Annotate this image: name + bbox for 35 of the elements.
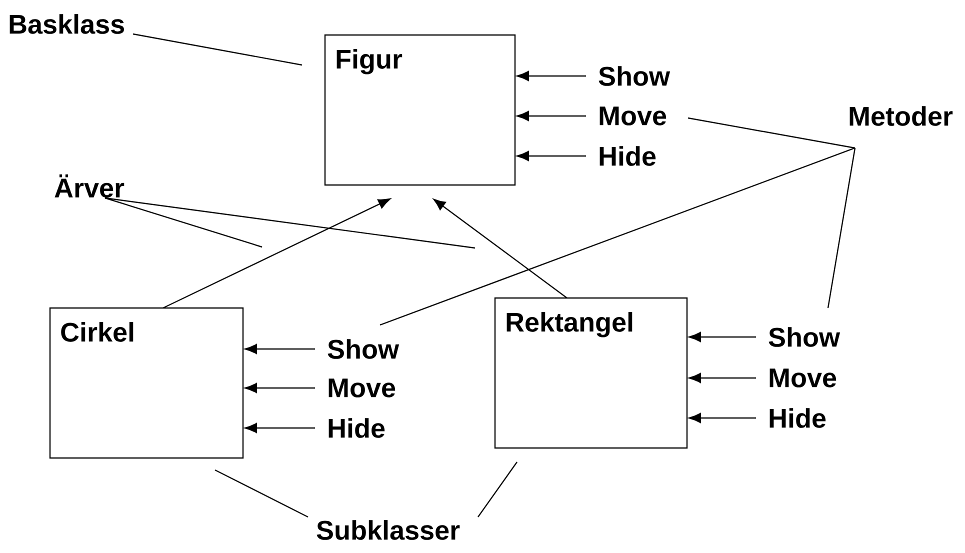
class-box: Figur <box>324 34 516 186</box>
arrow <box>516 70 586 82</box>
arrow <box>244 422 315 434</box>
leader-line <box>688 117 856 149</box>
method-label: Hide <box>328 418 385 438</box>
annotation-label: Ärver <box>54 174 124 198</box>
leader-line <box>380 147 856 326</box>
arrow <box>244 344 315 354</box>
arrow <box>688 412 756 424</box>
annotation-label: Subklasser <box>316 520 460 540</box>
method-label: Show <box>768 327 840 347</box>
arrow <box>516 110 586 122</box>
arrow <box>244 382 315 394</box>
leader-line <box>478 462 518 518</box>
method-label: Show <box>328 339 400 359</box>
arrow <box>516 150 586 162</box>
method-label: Hide <box>600 146 656 166</box>
class-box: Rektangel <box>494 297 688 449</box>
method-label: Show <box>598 66 670 86</box>
leader-line <box>104 197 476 249</box>
arrow <box>433 198 568 298</box>
method-label: Hide <box>770 408 826 428</box>
arrow <box>162 198 390 309</box>
class-box: Cirkel <box>49 307 244 459</box>
leader-line <box>132 33 302 66</box>
method-label: Move <box>328 378 396 398</box>
leader-line <box>827 148 856 308</box>
annotation-label: Metoder <box>850 106 953 126</box>
arrow <box>688 332 756 342</box>
arrow <box>688 372 756 384</box>
leader-line <box>104 197 262 248</box>
leader-line <box>214 469 308 518</box>
method-label: Move <box>600 106 666 126</box>
annotation-label: Basklass <box>10 14 124 34</box>
method-label: Move <box>770 368 836 388</box>
